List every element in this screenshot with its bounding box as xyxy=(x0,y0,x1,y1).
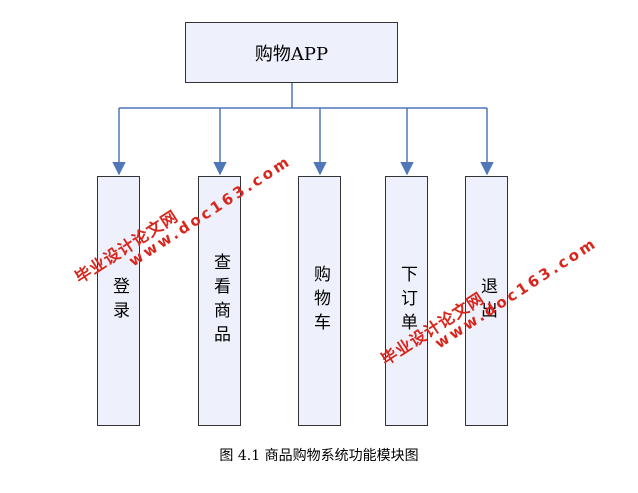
module-login-label: 登录 xyxy=(109,277,129,325)
module-logout-box: 退出 xyxy=(465,176,508,426)
figure-caption: 图 4.1 商品购物系统功能模块图 xyxy=(219,448,419,464)
module-login-box: 登录 xyxy=(97,176,140,426)
module-view-products-label: 查看商品 xyxy=(210,253,230,349)
module-cart-label: 购物车 xyxy=(310,265,330,337)
module-place-order-box: 下订单 xyxy=(385,176,428,426)
module-logout-label: 退出 xyxy=(477,277,497,325)
module-cart-box: 购物车 xyxy=(298,176,341,426)
root-node-label: 购物APP xyxy=(254,43,329,65)
root-node-box: 购物APP xyxy=(185,22,398,83)
module-place-order-label: 下订单 xyxy=(397,265,417,337)
module-view-products-box: 查看商品 xyxy=(198,176,241,426)
